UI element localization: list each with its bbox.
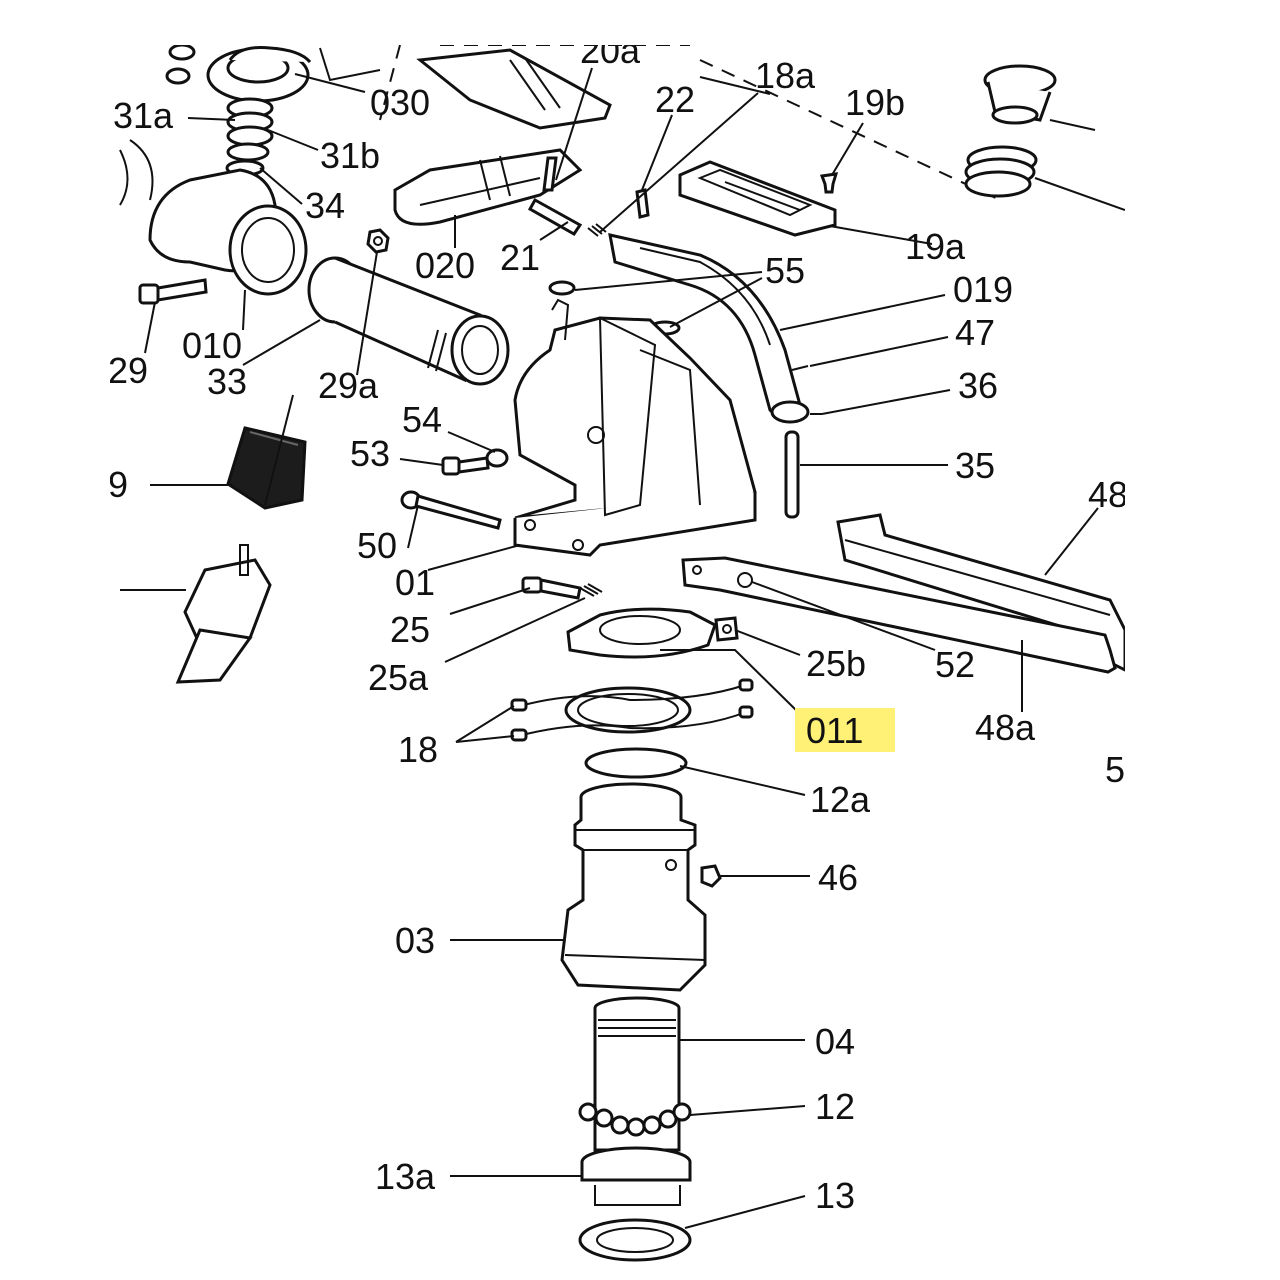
label-25: 25 <box>390 609 430 650</box>
label-12a: 12a <box>810 779 871 820</box>
label-13: 13 <box>815 1175 855 1216</box>
label-19b: 19b <box>845 82 905 123</box>
part-54-washer <box>485 448 509 468</box>
label-020: 020 <box>415 245 475 286</box>
part-010-elbow <box>119 139 308 296</box>
part-spring-small <box>587 223 607 237</box>
label-25a: 25a <box>368 657 429 698</box>
label-34: 34 <box>305 185 345 226</box>
part-18-springs <box>510 678 754 742</box>
part-53-bolt <box>441 456 490 476</box>
part-upper-right-fitting <box>983 64 1057 125</box>
label-50: 50 <box>357 525 397 566</box>
axis-line-top-right <box>699 59 1001 201</box>
part-020-nozzle <box>393 148 583 226</box>
label-47: 47 <box>955 312 995 353</box>
label-25b: 25b <box>806 643 866 684</box>
label-030: 030 <box>370 82 430 123</box>
part-13-washer <box>578 1218 692 1262</box>
part-50-bolt <box>400 490 502 530</box>
part-31-spring-stack <box>225 97 274 177</box>
part-upper-right-spring <box>964 145 1038 198</box>
label-13a: 13a <box>375 1156 436 1197</box>
part-12-balls <box>578 1102 692 1137</box>
label-19a: 19a <box>905 226 966 267</box>
label-010: 010 <box>182 325 242 366</box>
label-22: 22 <box>655 79 695 120</box>
label-35: 35 <box>955 445 995 486</box>
part-13a-seal <box>580 1146 692 1206</box>
part-21-pin <box>527 197 583 236</box>
part-48-frame <box>836 513 1125 672</box>
part-03-body <box>560 782 707 992</box>
part-19a-plate <box>678 160 837 237</box>
label-33: 33 <box>207 361 247 402</box>
part-12a-oring <box>584 747 688 779</box>
highlight-011 <box>795 708 895 752</box>
label-03: 03 <box>395 920 435 961</box>
part-35-pin <box>784 430 800 519</box>
part-20a-rod <box>542 156 558 192</box>
part-29-bolt <box>138 278 208 305</box>
label-52: 52 <box>935 644 975 685</box>
label-48a: 48a <box>975 707 1036 748</box>
label-46: 46 <box>818 857 858 898</box>
label-53: 53 <box>350 433 390 474</box>
label-01: 01 <box>395 562 435 603</box>
label-48: 48 <box>1088 474 1128 515</box>
part-47-screw <box>791 365 809 371</box>
part-25b-nut <box>714 616 739 642</box>
label-04: 04 <box>815 1021 855 1062</box>
axis-line-top-left <box>379 45 401 121</box>
part-030-cap <box>206 46 312 103</box>
label-59: 59 <box>88 464 128 505</box>
label-18: 18 <box>398 729 438 770</box>
label-29: 29 <box>108 350 148 391</box>
label-31b: 31b <box>320 135 380 176</box>
label-5: 5 <box>1105 749 1125 790</box>
part-19b-screw <box>819 172 839 194</box>
label-36: 36 <box>958 365 998 406</box>
label-12: 12 <box>815 1086 855 1127</box>
label-019: 019 <box>953 269 1013 310</box>
label-21: 21 <box>500 237 540 278</box>
label-011: 011 <box>806 710 863 751</box>
part-weight-lower <box>175 544 272 684</box>
part-barrel-top <box>319 47 612 130</box>
part-48a-bar <box>681 556 1117 674</box>
label-20a: 20a <box>580 30 641 71</box>
part-25-bolt <box>521 576 582 600</box>
part-46-screw <box>700 864 722 888</box>
part-29a-nut <box>366 228 390 254</box>
label-29a: 29a <box>318 365 379 406</box>
part-25a-spring <box>579 583 603 597</box>
label-31a: 31a <box>113 95 174 136</box>
part-59-weight <box>226 426 307 510</box>
part-011-clamp <box>566 607 717 659</box>
label-54: 54 <box>402 399 442 440</box>
leader-lines <box>120 67 1125 1229</box>
part-01-body <box>513 298 757 557</box>
label-55: 55 <box>765 250 805 291</box>
part-04-sleeve <box>593 996 681 1152</box>
label-18a: 18a <box>755 55 816 96</box>
part-small-fittings <box>165 45 196 85</box>
